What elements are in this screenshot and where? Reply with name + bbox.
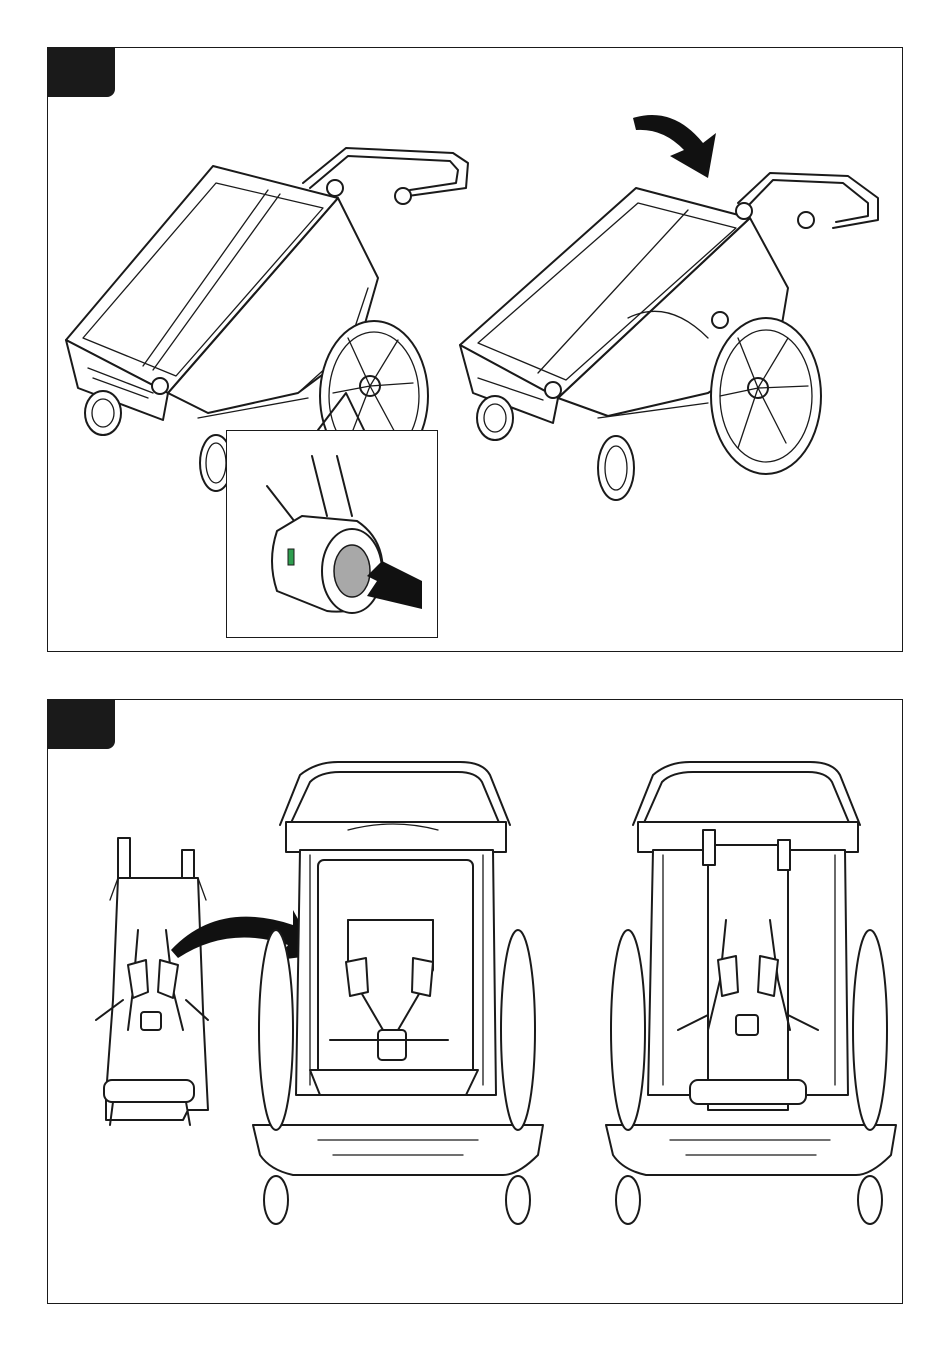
trailer-seat-reclined-illustration — [48, 48, 904, 653]
step-panel-2 — [47, 699, 903, 1304]
seat-insert — [96, 838, 208, 1125]
seat-insert-illustration — [48, 700, 904, 1305]
rotate-arrow-icon — [633, 115, 716, 178]
step-panel-1 — [47, 47, 903, 652]
trailer-front-view-insert-installed — [606, 762, 896, 1224]
trailer-front-view-empty — [253, 762, 543, 1224]
trailer-right — [460, 173, 878, 500]
